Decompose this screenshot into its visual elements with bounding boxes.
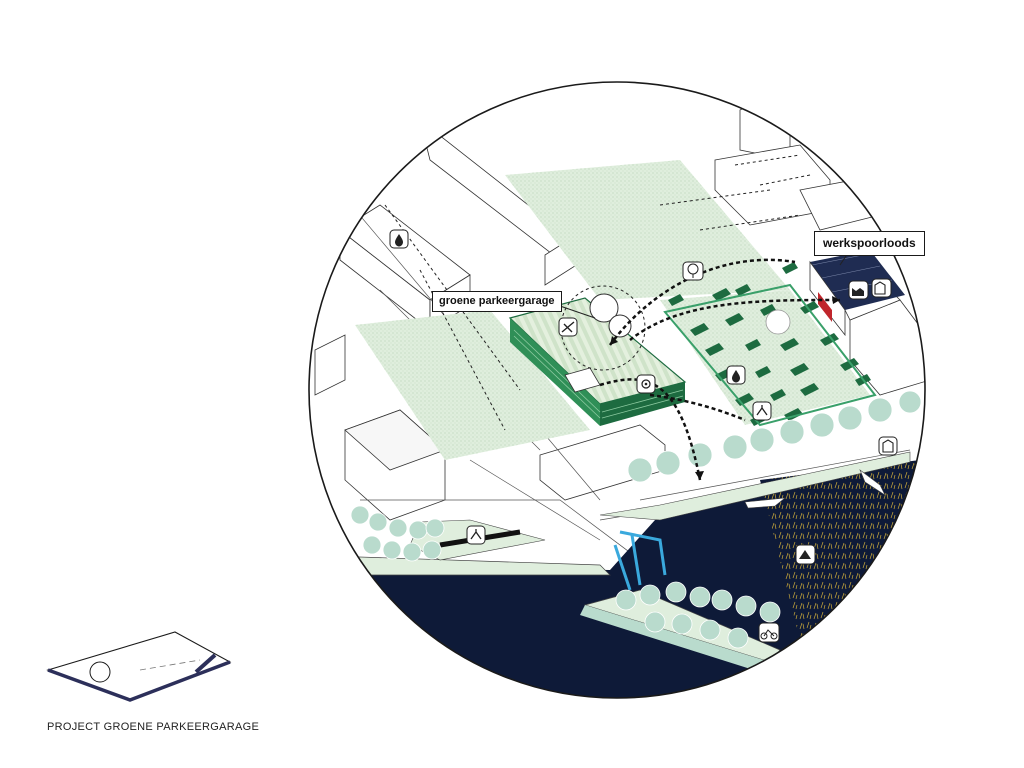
factory-icon xyxy=(848,280,869,300)
boats xyxy=(744,469,886,509)
city-icon xyxy=(871,278,892,298)
trees xyxy=(350,390,922,649)
water-drop-icon xyxy=(726,365,746,385)
garage-label-pointer xyxy=(559,305,596,319)
project-caption: PROJECT GROENE PARKEERGARAGE xyxy=(47,721,260,733)
label-werkspoorloods: werkspoorloods xyxy=(814,231,925,256)
park-border xyxy=(663,283,877,427)
dog-walk-icon xyxy=(752,401,772,421)
fish-icon xyxy=(795,544,816,565)
bridge xyxy=(613,530,667,591)
green-tiles xyxy=(668,262,871,426)
arrow-heads xyxy=(610,296,840,480)
dog-walk-icon xyxy=(466,525,486,545)
flow-arrows xyxy=(599,258,841,481)
label-groene-parkeergarage: groene parkeergarage xyxy=(432,291,562,312)
park-tree-white xyxy=(765,309,791,335)
bicycle-icon xyxy=(758,622,780,643)
sport-icon xyxy=(558,317,578,337)
park-fields xyxy=(355,160,870,460)
map-circle-outline xyxy=(308,81,926,699)
map-circle-content xyxy=(309,82,925,698)
tree-icon xyxy=(682,261,704,281)
flower-icon xyxy=(636,374,656,394)
water-drop-icon xyxy=(389,229,409,249)
key-plan xyxy=(46,631,232,702)
city-icon xyxy=(878,436,898,456)
